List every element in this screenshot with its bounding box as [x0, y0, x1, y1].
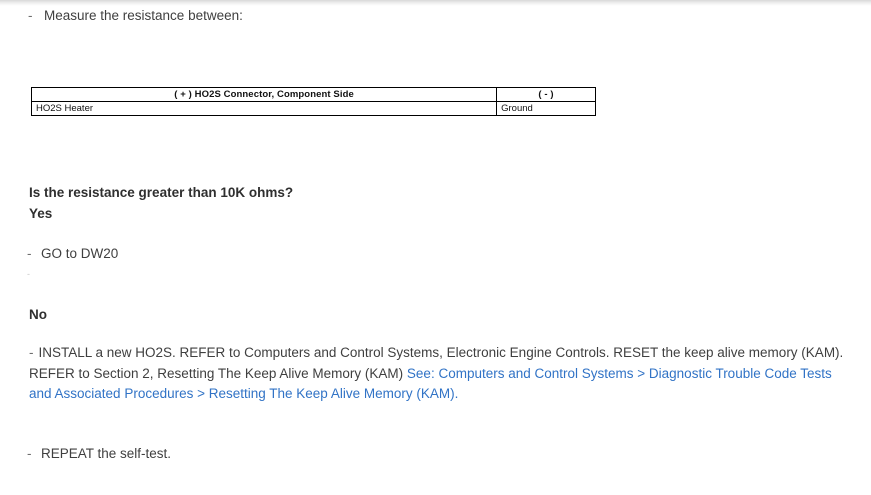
bullet-dash-icon: - — [27, 446, 32, 461]
answer-yes-label: Yes — [29, 206, 53, 221]
step-goto-dw20: - GO to DW20 — [27, 244, 118, 263]
answer-no-label: No — [29, 307, 47, 322]
step-measure: - Measure the resistance between: — [28, 6, 243, 25]
table-header-row: ( + ) HO2S Connector, Component Side ( -… — [30, 87, 596, 102]
kam-cross-reference-link[interactable]: See: Computers and Control Systems > Dia… — [29, 365, 832, 402]
table-cell-negative: Ground — [496, 101, 596, 116]
table-header-positive: ( + ) HO2S Connector, Component Side — [30, 87, 498, 102]
empty-bullet-item: - — [27, 269, 30, 279]
step-repeat-text: REPEAT the self-test. — [41, 446, 172, 461]
step-goto-text: GO to DW20 — [41, 246, 119, 261]
table-header-negative: ( - ) — [496, 87, 596, 102]
bullet-dash-icon: - — [28, 8, 33, 23]
bullet-dash-icon: - — [29, 345, 34, 360]
table-row: HO2S Heater Ground — [30, 101, 596, 116]
step-measure-text: Measure the resistance between: — [44, 8, 243, 23]
step-repeat-self-test: - REPEAT the self-test. — [27, 444, 171, 463]
install-instruction-text: INSTALL a new HO2S. REFER to Computers a… — [29, 345, 844, 381]
question-prompt: Is the resistance greater than 10K ohms? — [29, 185, 294, 200]
resistance-measurement-table: ( + ) HO2S Connector, Component Side ( -… — [30, 87, 596, 116]
bullet-dash-icon: - — [27, 246, 32, 261]
table-cell-positive: HO2S Heater — [30, 101, 498, 116]
step-install-new-ho2s: -INSTALL a new HO2S. REFER to Computers … — [29, 343, 849, 405]
